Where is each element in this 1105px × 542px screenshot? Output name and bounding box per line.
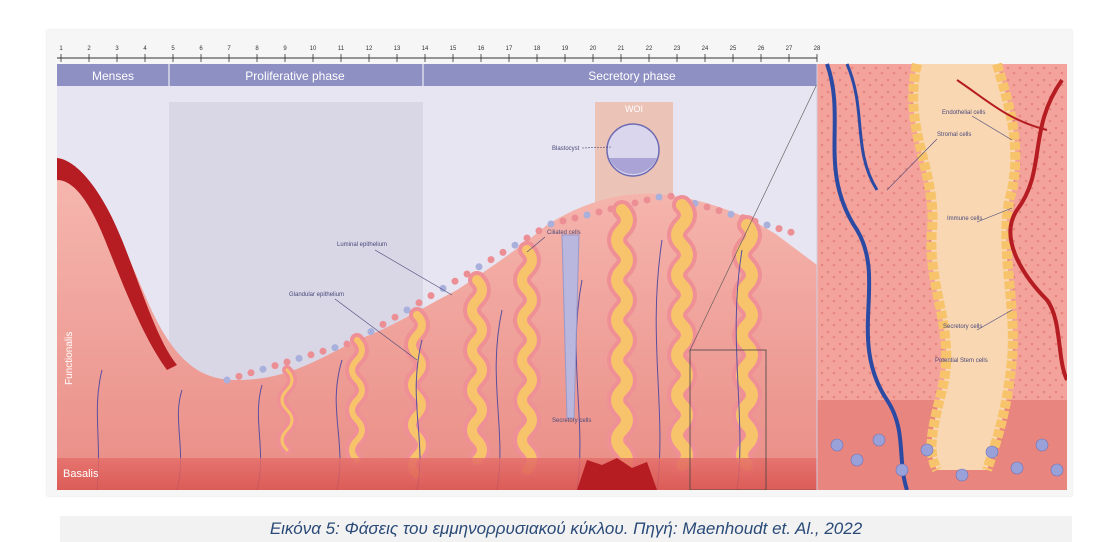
timeline-day-label: 14 <box>422 46 429 52</box>
label-stromal-cells: Stromal cells <box>937 132 971 138</box>
epithelial-cell <box>476 263 483 270</box>
timeline-day-label: 10 <box>310 46 317 52</box>
timeline-day-label: 3 <box>115 46 119 52</box>
epithelial-cell <box>584 212 591 219</box>
label-woi: WOI <box>625 104 643 114</box>
epithelial-cell <box>260 366 267 373</box>
timeline-day-label: 26 <box>758 46 765 52</box>
timeline-day-label: 20 <box>590 46 597 52</box>
gland-lumen <box>742 225 752 465</box>
label-potential-stem-cells-1: Potential Stem cells <box>935 358 988 364</box>
epithelial-cell <box>632 200 639 207</box>
epithelial-cell <box>656 194 663 201</box>
epithelial-cell <box>776 225 783 232</box>
epithelial-cell <box>716 207 723 214</box>
timeline-day-label: 28 <box>814 46 821 52</box>
blastocyst <box>607 124 659 176</box>
label-glandular-epithelium: Glandular epithelium <box>289 292 344 298</box>
timeline-day-label: 6 <box>199 46 203 52</box>
timeline-day-label: 16 <box>478 46 485 52</box>
epithelial-cell <box>416 299 423 306</box>
timeline-day-label: 12 <box>366 46 373 52</box>
epithelial-cell <box>536 227 543 234</box>
epithelial-cell <box>560 218 567 225</box>
timeline-day-label: 17 <box>506 46 513 52</box>
timeline-day-label: 11 <box>338 46 345 52</box>
phase-bar <box>57 64 817 86</box>
phase-menses: Menses <box>92 69 134 83</box>
timeline-day-label: 8 <box>255 46 259 52</box>
label-luminal-epithelium: Luminal epithelium <box>337 242 387 248</box>
timeline-day-label: 23 <box>674 46 681 52</box>
epithelial-cell <box>224 377 231 384</box>
epithelial-cell <box>392 314 399 321</box>
label-secretory-cells: Secretory cells <box>943 324 982 330</box>
epithelial-cell <box>368 328 375 335</box>
epithelial-cell <box>596 209 603 216</box>
epithelial-cell <box>428 292 435 299</box>
epithelial-cell <box>704 204 711 211</box>
epithelial-cell <box>248 369 255 376</box>
label-immune-cells: Immune cells <box>947 216 982 222</box>
epithelial-cell <box>500 249 507 256</box>
epithelial-cell <box>320 348 327 355</box>
epithelial-cell <box>668 193 675 200</box>
timeline-day-label: 18 <box>534 46 541 52</box>
timeline-day-label: 1 <box>59 46 63 52</box>
label-endothelial-cells: Endothelial cells <box>942 110 985 116</box>
label-ciliated-cells: Ciliated cells <box>547 230 581 236</box>
basalis-band <box>57 458 817 490</box>
timeline-day-label: 15 <box>450 46 457 52</box>
inset-panel <box>817 64 1067 490</box>
timeline-day-label: 19 <box>562 46 569 52</box>
epithelial-cell <box>548 221 555 228</box>
timeline-day-label: 4 <box>143 46 147 52</box>
label-secretory-cells-lower: Secretory cells <box>552 418 591 424</box>
timeline-day-label: 5 <box>171 46 175 52</box>
epithelial-cell <box>332 344 339 351</box>
epithelial-cell <box>284 359 291 366</box>
timeline-day-label: 21 <box>618 46 625 52</box>
epithelial-cell <box>344 341 351 348</box>
timeline-day-label: 25 <box>730 46 737 52</box>
epithelial-cell <box>788 229 795 236</box>
label-blastocyst: Blastocyst <box>552 146 580 152</box>
epithelial-cell <box>452 278 459 285</box>
epithelial-cell <box>308 351 315 358</box>
epithelial-cell <box>764 222 771 229</box>
timeline-day-label: 2 <box>87 46 91 52</box>
epithelial-cell <box>272 362 279 369</box>
epithelial-cell <box>488 256 495 263</box>
phase-secretory: Secretory phase <box>588 69 676 83</box>
timeline-day-label: 27 <box>786 46 793 52</box>
epithelial-cell <box>512 242 519 249</box>
epithelial-cell <box>728 211 735 218</box>
timeline-day-label: 7 <box>227 46 231 52</box>
figure-caption: Εικόνα 5: Φάσεις του εμμηνορρυσιακού κύκ… <box>60 516 1072 542</box>
label-basalis: Basalis <box>63 468 99 480</box>
timeline-day-label: 24 <box>702 46 709 52</box>
epithelial-cell <box>524 235 531 242</box>
timeline-day-label: 9 <box>283 46 287 52</box>
epithelial-cell <box>380 321 387 328</box>
timeline-day-label: 22 <box>646 46 653 52</box>
label-functionalis: Functionalis <box>64 332 75 385</box>
epithelial-cell <box>236 373 243 380</box>
epithelial-cell <box>296 355 303 362</box>
phase-proliferative: Proliferative phase <box>245 69 345 83</box>
epithelial-cell <box>644 197 651 204</box>
timeline-day-label: 13 <box>394 46 401 52</box>
epithelial-cell <box>572 215 579 222</box>
